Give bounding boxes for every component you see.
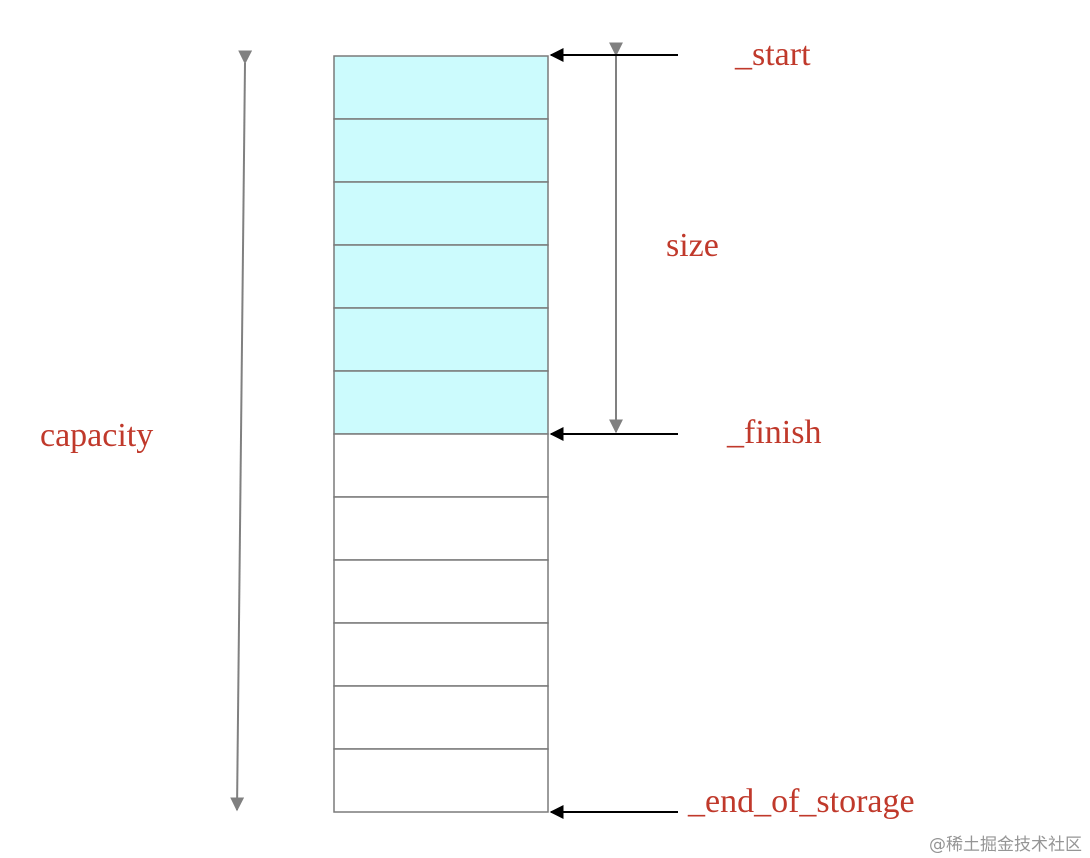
free-storage-cell (333, 433, 549, 498)
free-storage-cell (333, 559, 549, 624)
size-label: size (666, 227, 719, 264)
free-storage-cell (333, 748, 549, 813)
free-storage-cell (333, 622, 549, 687)
used-storage-cell (333, 307, 549, 372)
storage-cells (333, 55, 549, 813)
free-storage-cell (333, 496, 549, 561)
end-of-storage-label: _end_of_storage (688, 783, 915, 820)
capacity-span-arrow (230, 50, 253, 812)
used-storage-cell (333, 118, 549, 183)
used-storage-cell (333, 181, 549, 246)
used-storage-cell (333, 55, 549, 120)
used-storage-cell (333, 370, 549, 435)
free-storage-cell (333, 685, 549, 750)
used-storage-cell (333, 244, 549, 309)
start-label: _start (735, 36, 811, 73)
watermark: @稀土掘金技术社区 (929, 835, 1082, 855)
capacity-label: capacity (40, 417, 154, 454)
finish-label: _finish (727, 414, 822, 451)
